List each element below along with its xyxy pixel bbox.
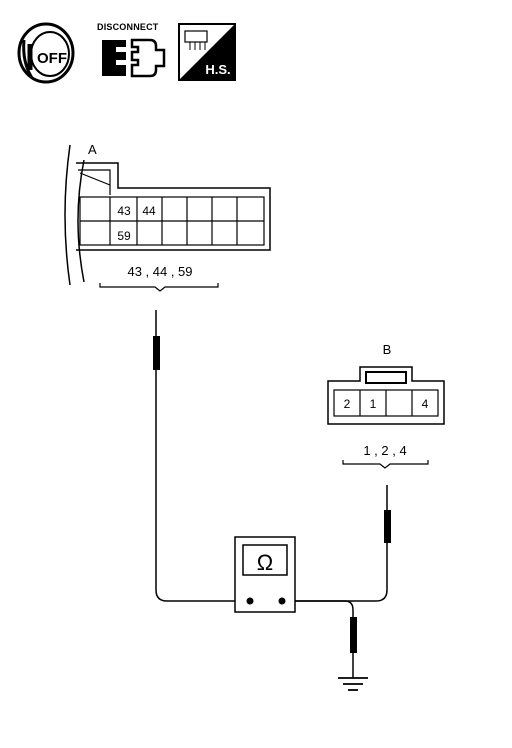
connector-a-cell-44: 44 <box>142 204 156 218</box>
harness-side-icon: H.S. <box>178 23 236 81</box>
ground-lead <box>292 600 357 678</box>
connector-b-cell-1: 1 <box>370 397 377 411</box>
connector-a-cell-59: 59 <box>117 229 131 243</box>
ohm-symbol: Ω <box>257 550 273 575</box>
ohmmeter-display <box>242 544 288 576</box>
connector-a-housing <box>76 162 271 251</box>
connector-a-terminals-caption: 43 , 44 , 59 <box>127 264 192 279</box>
probe-left <box>153 310 236 602</box>
disconnect-connector-icon: DISCONNECT <box>97 22 166 78</box>
disconnect-label: DISCONNECT <box>97 22 159 32</box>
ignition-off-label: OFF <box>37 50 67 67</box>
connector-b-lock-tab <box>365 371 407 384</box>
harness-curve-outer <box>64 144 71 286</box>
ground-symbol-icon <box>338 677 368 691</box>
ohmmeter-terminal-left <box>246 597 254 605</box>
connector-b-label: B <box>383 342 392 357</box>
connector-b-cell-4: 4 <box>422 397 429 411</box>
connector-a: A 43 44 59 43 , 44 , 59 <box>64 142 271 292</box>
connector-b: B 2 1 4 1 , 2 , 4 <box>327 342 445 469</box>
connector-a-label: A <box>88 142 97 157</box>
ignition-off-icon: OFF <box>17 22 75 84</box>
connector-a-cell-43: 43 <box>117 204 131 218</box>
connector-b-cell-2: 2 <box>344 397 351 411</box>
ohmmeter-terminal-right <box>278 597 286 605</box>
connector-b-terminals-caption: 1 , 2 , 4 <box>363 443 406 458</box>
connector-a-brace <box>99 283 219 292</box>
probe-right <box>292 485 391 602</box>
harness-side-label: H.S. <box>205 62 230 77</box>
connector-b-brace <box>342 460 429 469</box>
ohmmeter-icon: Ω <box>234 536 296 613</box>
